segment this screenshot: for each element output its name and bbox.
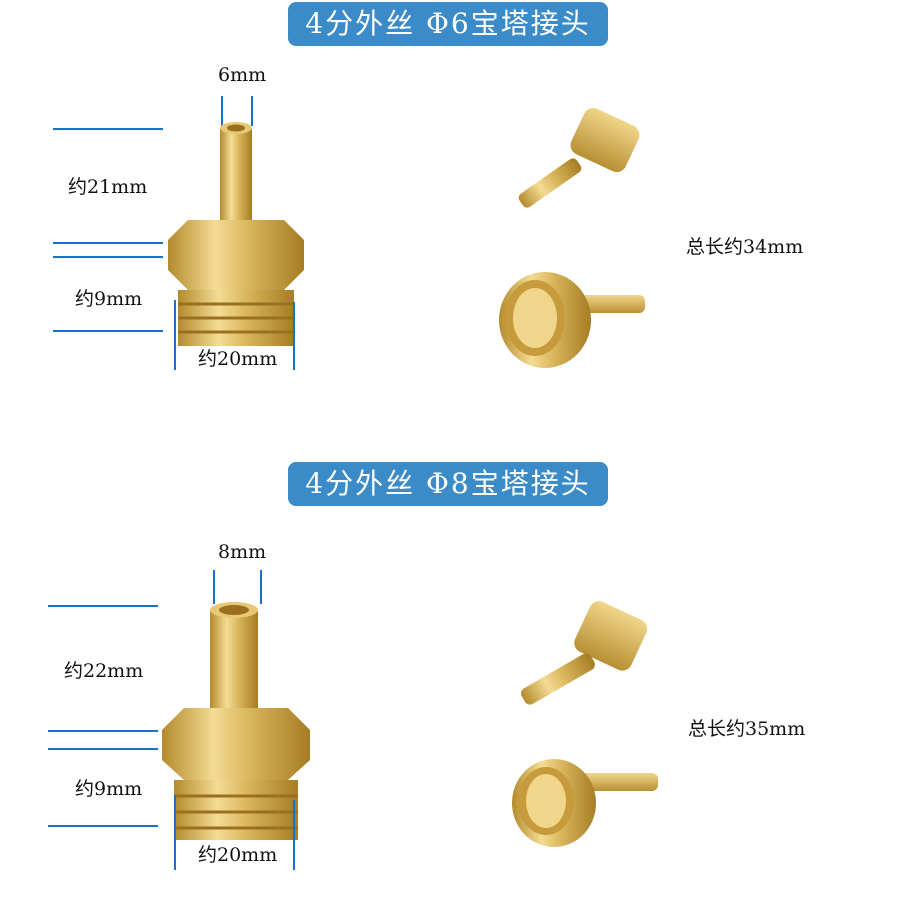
thread-length-label: 约9mm [75,288,143,310]
dimension-line [293,800,295,870]
barb-diameter-label: 6mm [218,64,267,86]
fitting-front-view-image [168,122,304,346]
dimension-line [260,570,262,604]
dimension-line [293,302,295,370]
fitting-end-view-image [512,759,658,847]
dimension-line [48,748,158,750]
dimension-line [251,96,253,126]
dimension-line [53,128,163,130]
thread-width-label: 约20mm [198,348,278,370]
dimension-line [53,256,163,258]
fitting-end-view-image [499,272,645,368]
dimension-line [48,730,158,732]
thread-length-label: 约9mm [75,778,143,800]
fitting-front-view-image [162,602,310,840]
total-length-label: 总长约35mm [688,718,806,740]
barb-length-label: 约22mm [64,660,144,682]
section-2-title: 4分外丝 Φ8宝塔接头 [288,462,608,506]
dimension-line [48,605,158,607]
dimension-line [174,795,176,870]
dimension-line [53,242,163,244]
thread-width-label: 约20mm [198,844,278,866]
dimension-line [53,330,163,332]
dimension-line [213,570,215,604]
barb-diameter-label: 8mm [218,541,267,563]
barb-length-label: 约21mm [68,176,148,198]
dimension-line [174,300,176,370]
section-1-title: 4分外丝 Φ6宝塔接头 [288,2,608,46]
dimension-line [48,825,158,827]
fitting-side-view-image [518,107,640,208]
dimension-line [221,96,223,126]
total-length-label: 总长约34mm [686,236,804,258]
fitting-side-view-image [521,601,648,705]
